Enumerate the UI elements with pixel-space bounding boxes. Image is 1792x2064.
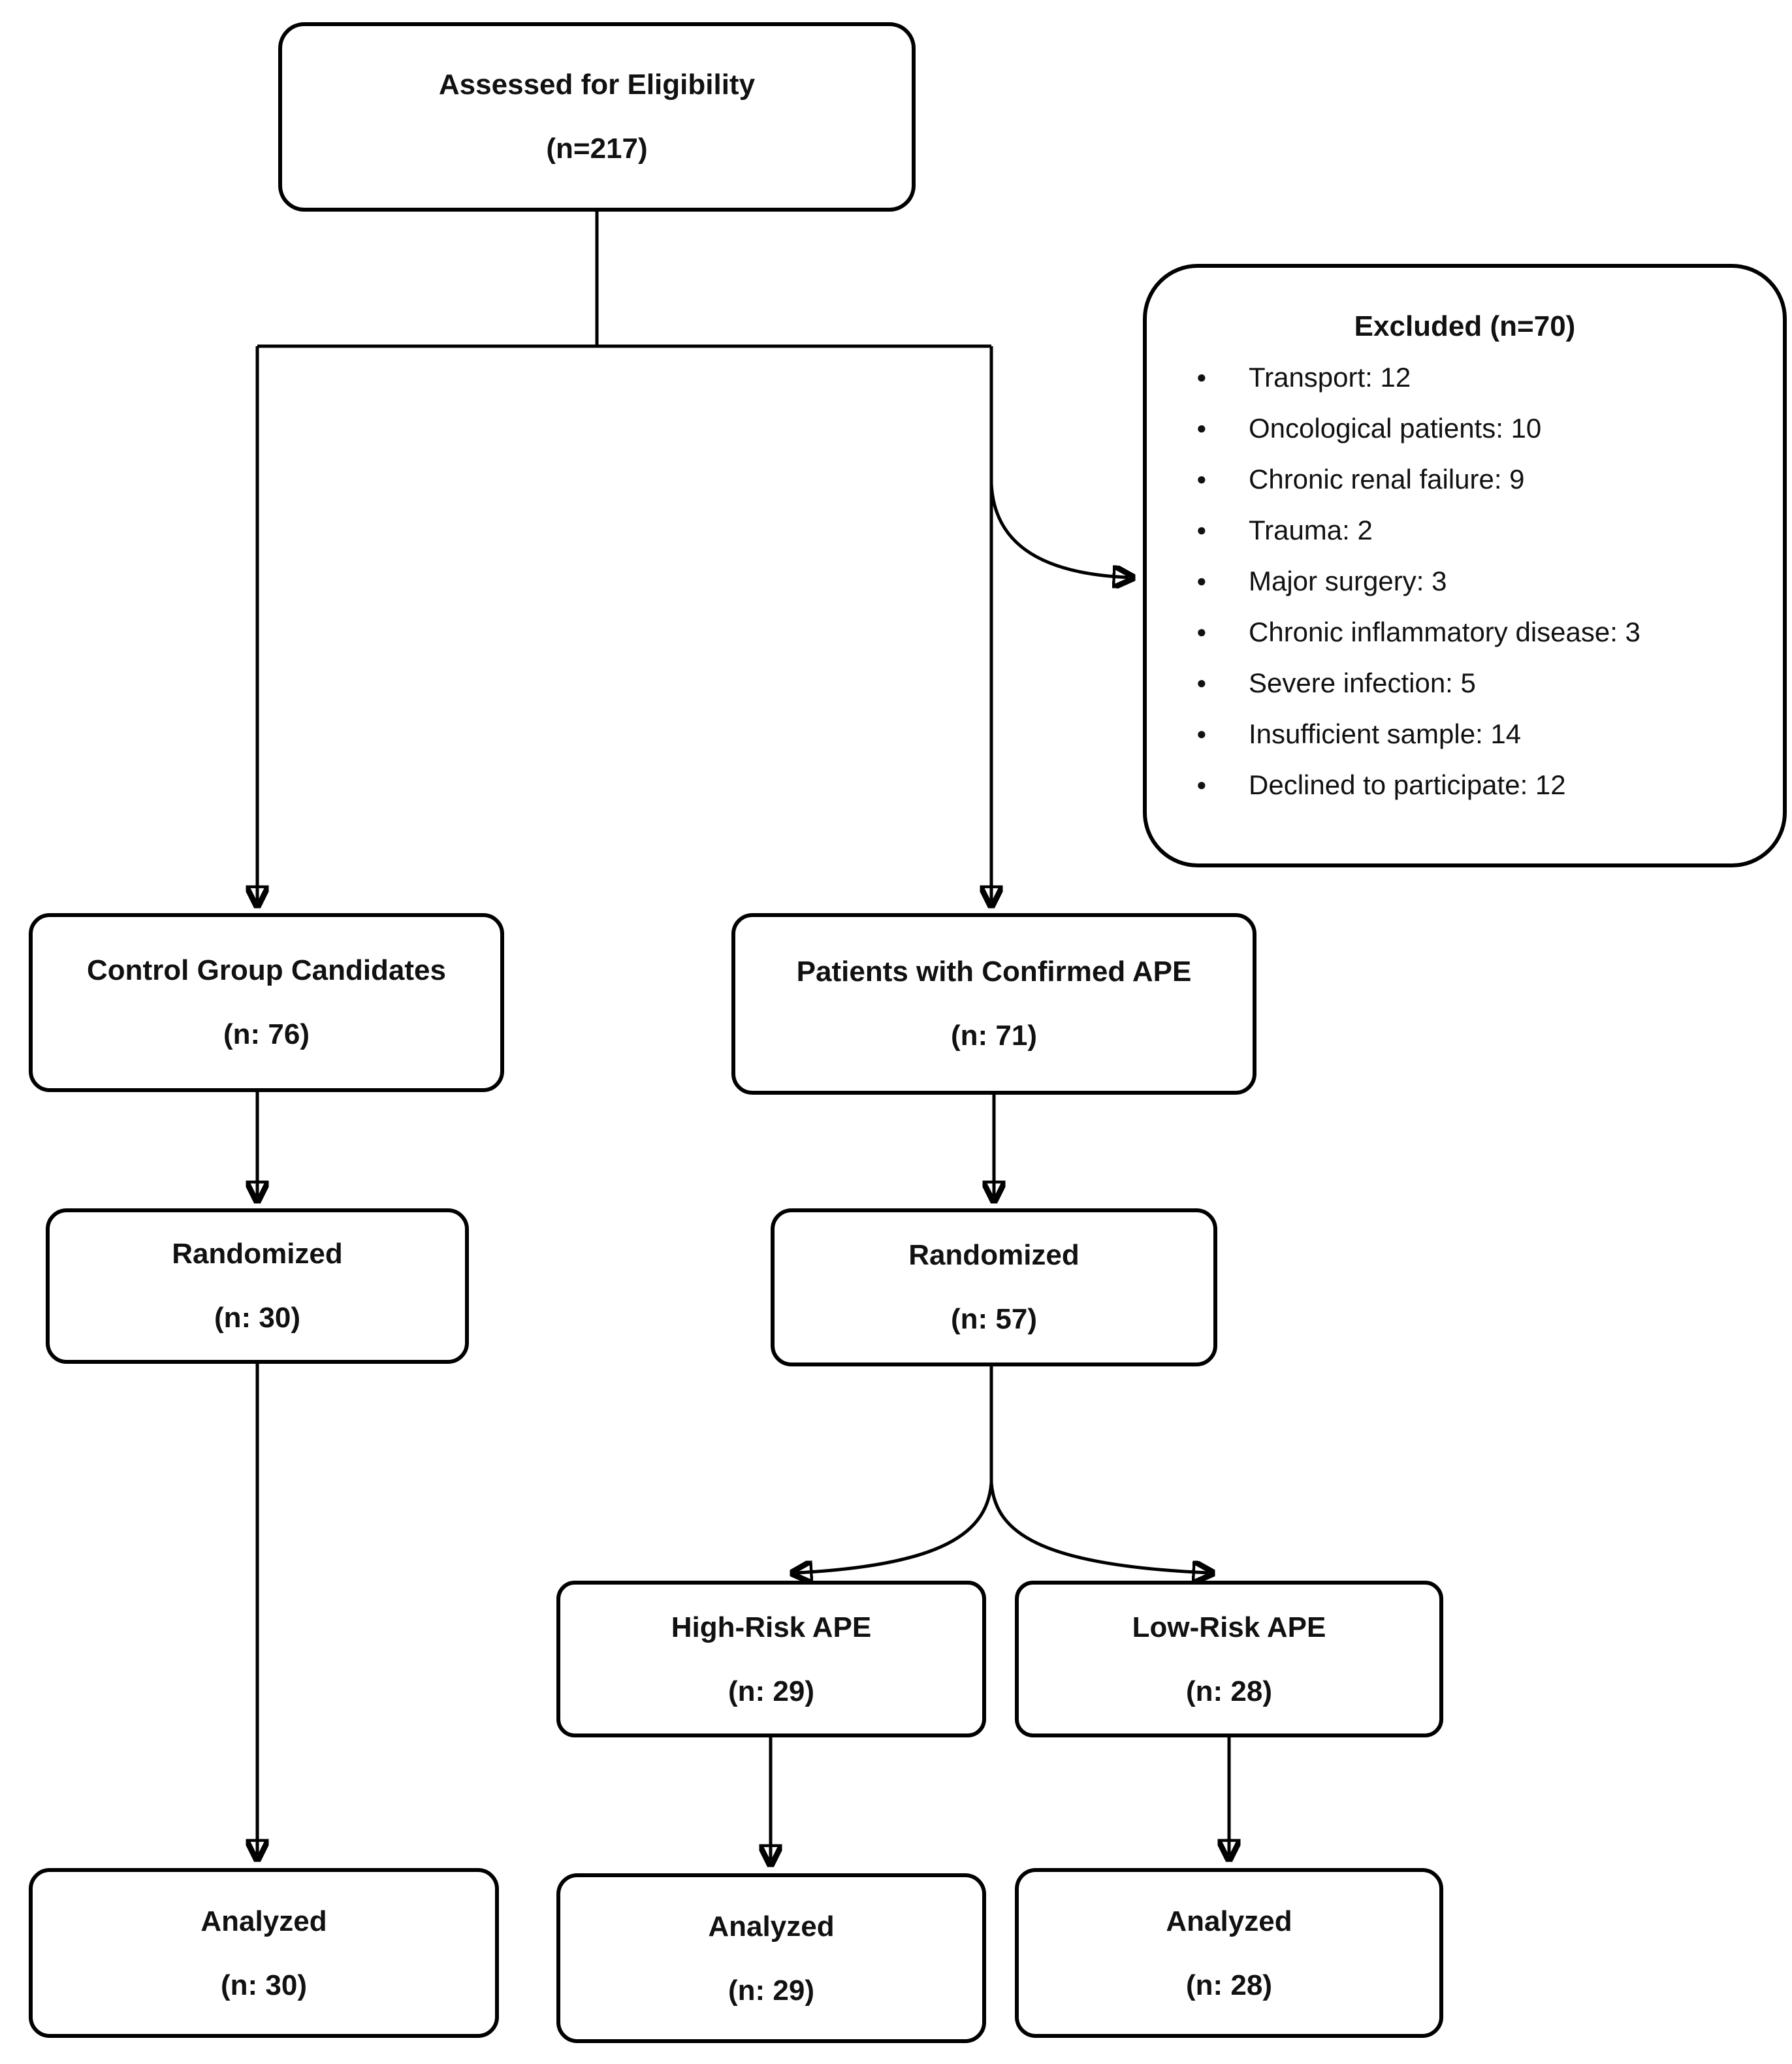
excluded-list: Transport: 12 Oncological patients: 10 Chr… bbox=[1147, 364, 1783, 823]
node-excluded: Excluded (n=70) Transport: 12 Oncological… bbox=[1143, 264, 1787, 867]
node-analyzed-high-risk: Analyzed (n: 29) bbox=[556, 1873, 986, 2043]
node-low-risk-label: Low-Risk APE bbox=[1132, 1610, 1326, 1643]
excluded-item: Chronic renal failure: 9 bbox=[1194, 466, 1770, 494]
node-high-risk-count: (n: 29) bbox=[728, 1674, 814, 1707]
excluded-item: Oncological patients: 10 bbox=[1194, 415, 1770, 443]
excluded-item: Transport: 12 bbox=[1194, 364, 1770, 392]
excluded-item: Trauma: 2 bbox=[1194, 517, 1770, 545]
node-analyzed-control-label: Analyzed bbox=[200, 1904, 327, 1937]
node-randomized-ape: Randomized (n: 57) bbox=[771, 1208, 1217, 1366]
node-assessed: Assessed for Eligibility (n=217) bbox=[278, 22, 916, 212]
excluded-item: Chronic inflammatory disease: 3 bbox=[1194, 619, 1770, 647]
node-confirmed-ape: Patients with Confirmed APE (n: 71) bbox=[731, 913, 1256, 1095]
node-confirmed-ape-count: (n: 71) bbox=[951, 1019, 1037, 1052]
node-analyzed-low-risk-count: (n: 28) bbox=[1186, 1968, 1272, 2001]
node-randomized-ape-label: Randomized bbox=[908, 1238, 1080, 1271]
node-low-risk-count: (n: 28) bbox=[1186, 1674, 1272, 1707]
node-low-risk: Low-Risk APE (n: 28) bbox=[1015, 1581, 1443, 1737]
node-control-group-label: Control Group Candidates bbox=[87, 954, 446, 986]
node-analyzed-low-risk-label: Analyzed bbox=[1166, 1904, 1292, 1937]
node-analyzed-low-risk: Analyzed (n: 28) bbox=[1015, 1868, 1443, 2038]
node-randomized-control-label: Randomized bbox=[172, 1237, 343, 1270]
excluded-item: Severe infection: 5 bbox=[1194, 670, 1770, 698]
node-analyzed-high-risk-count: (n: 29) bbox=[728, 1973, 814, 2006]
node-analyzed-control-count: (n: 30) bbox=[221, 1968, 307, 2001]
node-assessed-count: (n=217) bbox=[546, 132, 648, 165]
arrow-fork-to-high-risk bbox=[797, 1482, 993, 1573]
arrow-to-excluded bbox=[989, 483, 1128, 577]
arrow-fork-to-low-risk bbox=[989, 1482, 1208, 1573]
node-analyzed-control: Analyzed (n: 30) bbox=[29, 1868, 499, 2038]
node-excluded-title: Excluded (n=70) bbox=[1354, 310, 1576, 342]
node-control-group-count: (n: 76) bbox=[223, 1018, 310, 1050]
node-high-risk: High-Risk APE (n: 29) bbox=[556, 1581, 986, 1737]
excluded-item: Insufficient sample: 14 bbox=[1194, 721, 1770, 749]
node-randomized-control-count: (n: 30) bbox=[214, 1301, 300, 1334]
excluded-item: Declined to participate: 12 bbox=[1194, 772, 1770, 799]
node-high-risk-label: High-Risk APE bbox=[671, 1610, 872, 1643]
node-assessed-label: Assessed for Eligibility bbox=[438, 68, 756, 101]
node-control-group: Control Group Candidates (n: 76) bbox=[29, 913, 504, 1092]
node-randomized-ape-count: (n: 57) bbox=[951, 1302, 1037, 1335]
excluded-item: Major surgery: 3 bbox=[1194, 568, 1770, 596]
node-randomized-control: Randomized (n: 30) bbox=[46, 1208, 469, 1364]
node-confirmed-ape-label: Patients with Confirmed APE bbox=[796, 955, 1192, 988]
node-analyzed-high-risk-label: Analyzed bbox=[708, 1909, 835, 1942]
